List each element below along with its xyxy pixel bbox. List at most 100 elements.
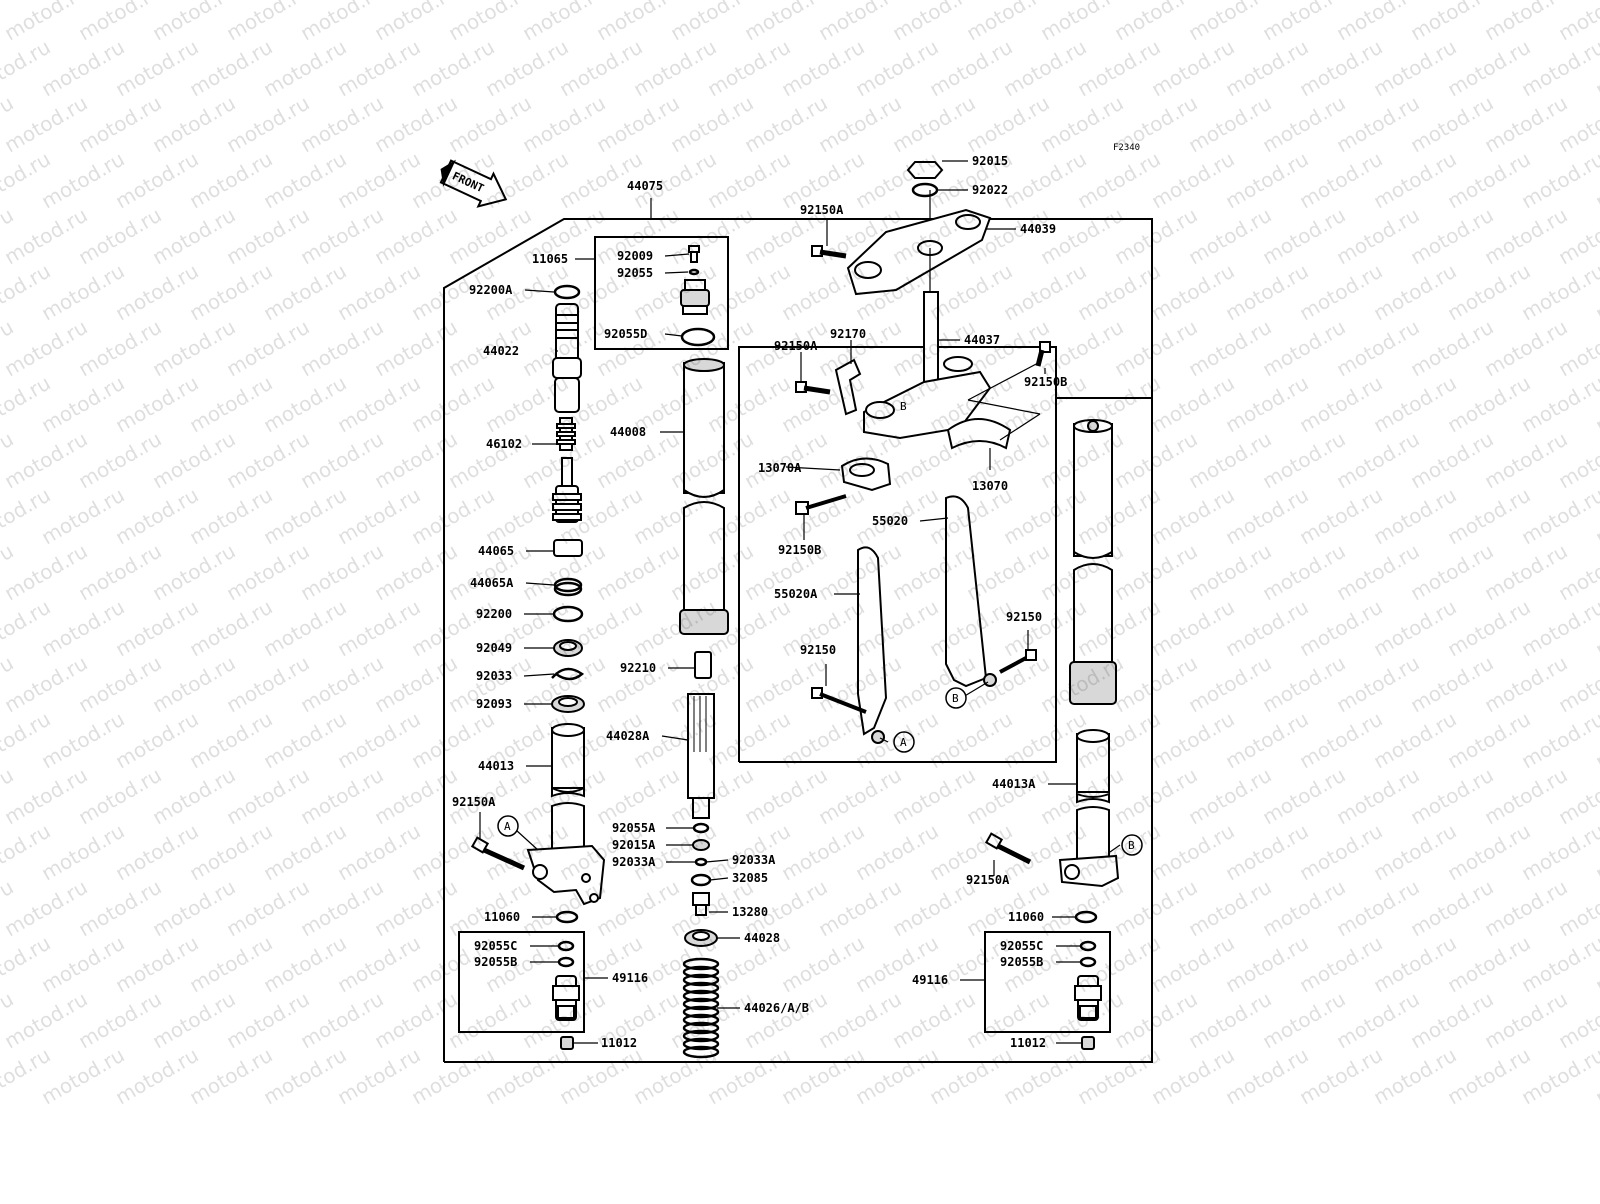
part-92009-screw [688, 245, 700, 263]
label-55020A: 55020A [774, 587, 818, 601]
label-46102: 46102 [486, 437, 522, 451]
part-rebound-valve [552, 457, 582, 523]
callout-b-guard: B [945, 687, 967, 709]
label-92033A-right: 92033A [732, 853, 776, 867]
part-92055-oring [688, 268, 700, 276]
part-92150-bolt-a [811, 687, 867, 714]
label-92200: 92200 [476, 607, 512, 621]
label-44013: 44013 [478, 759, 514, 773]
part-fork-cap [680, 279, 710, 315]
part-92055A [692, 822, 710, 834]
part-92150A-left-bolt [470, 836, 526, 871]
label-92009: 92009 [617, 249, 653, 263]
part-92150B-mid-bolt [795, 494, 847, 515]
label-44065: 44065 [478, 544, 514, 558]
part-44065A-bushing [553, 577, 583, 597]
spring-coil [682, 973, 720, 987]
part-92055B-right [1079, 956, 1097, 968]
label-13070: 13070 [972, 479, 1008, 493]
part-92055B-left [557, 956, 575, 968]
part-92200-ring [552, 605, 584, 623]
part-92170-bracket [834, 358, 862, 416]
part-92015A-nut [692, 839, 710, 851]
figure-code: F2340 [1113, 143, 1140, 153]
label-49116-left: 49116 [612, 971, 648, 985]
cap-assembly-box [594, 236, 729, 350]
label-44028A: 44028A [606, 729, 650, 743]
label-92210: 92210 [620, 661, 656, 675]
label-92150A-right: 92150A [966, 873, 1010, 887]
callout-a-guard: A [893, 731, 915, 753]
spring-coil [682, 1045, 720, 1059]
label-92150-a: 92150 [800, 643, 836, 657]
label-92150B-top: 92150B [1024, 375, 1067, 389]
callout-b-clamp: B [900, 400, 907, 413]
label-92015: 92015 [972, 154, 1008, 168]
part-44013-outer-tube [526, 723, 606, 906]
label-11012-left: 11012 [601, 1036, 637, 1050]
part-11012-left-nut [560, 1036, 574, 1050]
label-92150A-mid: 92150A [774, 339, 818, 353]
label-92055C-right: 92055C [1000, 939, 1043, 953]
part-44037-lower-clamp [863, 291, 992, 440]
label-92015A: 92015A [612, 838, 656, 852]
svg-text:B: B [900, 400, 907, 413]
label-44026: 44026/A/B [744, 1001, 809, 1015]
label-11065: 11065 [532, 252, 568, 266]
part-13070-clamp [946, 418, 1012, 450]
part-number-labels: 44075 11065 92009 92055 92200A 92055D 44… [452, 154, 1067, 1050]
label-92093: 92093 [476, 697, 512, 711]
label-92150A-left: 92150A [452, 795, 496, 809]
part-92150A-top-bolt [811, 245, 847, 259]
label-92049: 92049 [476, 641, 512, 655]
part-55020-guard [945, 495, 997, 688]
label-13070A: 13070A [758, 461, 802, 475]
part-44028A-rod [687, 693, 715, 819]
leader-lines [479, 160, 1121, 1044]
part-44039-upper-clamp [846, 208, 992, 296]
part-44026-spring [682, 957, 720, 1059]
svg-text:A: A [504, 820, 511, 833]
label-92055B-right: 92055B [1000, 955, 1043, 969]
label-92150A-top: 92150A [800, 203, 844, 217]
label-92055: 92055 [617, 266, 653, 280]
part-44008-inner-tube [679, 358, 729, 635]
label-92033A-left: 92033A [612, 855, 656, 869]
label-44022: 44022 [483, 344, 519, 358]
part-92055D-oring [680, 327, 716, 347]
label-11060-right: 11060 [1008, 910, 1044, 924]
part-44065-bushing [553, 539, 583, 557]
svg-text:B: B [1128, 839, 1135, 852]
label-13280: 13280 [732, 905, 768, 919]
label-11060-left: 11060 [484, 910, 520, 924]
label-44013A: 44013A [992, 777, 1036, 791]
label-44075: 44075 [627, 179, 663, 193]
part-92200A-ring [553, 284, 581, 300]
part-11012-right-nut [1081, 1036, 1095, 1050]
label-11012-right: 11012 [1010, 1036, 1046, 1050]
part-11060-right-washer [1074, 910, 1098, 924]
label-44037: 44037 [964, 333, 1000, 347]
label-49116-right: 49116 [912, 973, 948, 987]
svg-text:B: B [952, 692, 959, 705]
label-92055B-left: 92055B [474, 955, 517, 969]
part-92015-nut [906, 161, 944, 179]
label-92055C-left: 92055C [474, 939, 517, 953]
part-92033A [694, 857, 708, 867]
part-49116-right-valve [1074, 975, 1102, 1021]
label-44008: 44008 [610, 425, 646, 439]
part-92210-collar [694, 651, 712, 679]
part-13280 [692, 892, 710, 916]
label-92033: 92033 [476, 669, 512, 683]
front-direction-arrow: FRONT [439, 159, 508, 208]
spring-coil [682, 981, 720, 995]
part-92055C-left [557, 940, 575, 952]
part-92049-seal [553, 639, 583, 657]
spring-coil [682, 1013, 720, 1027]
part-32085 [690, 873, 712, 887]
part-11060-left-washer [555, 910, 579, 924]
label-92055D: 92055D [604, 327, 647, 341]
part-44028-seat [684, 929, 718, 947]
label-44065A: 44065A [470, 576, 514, 590]
